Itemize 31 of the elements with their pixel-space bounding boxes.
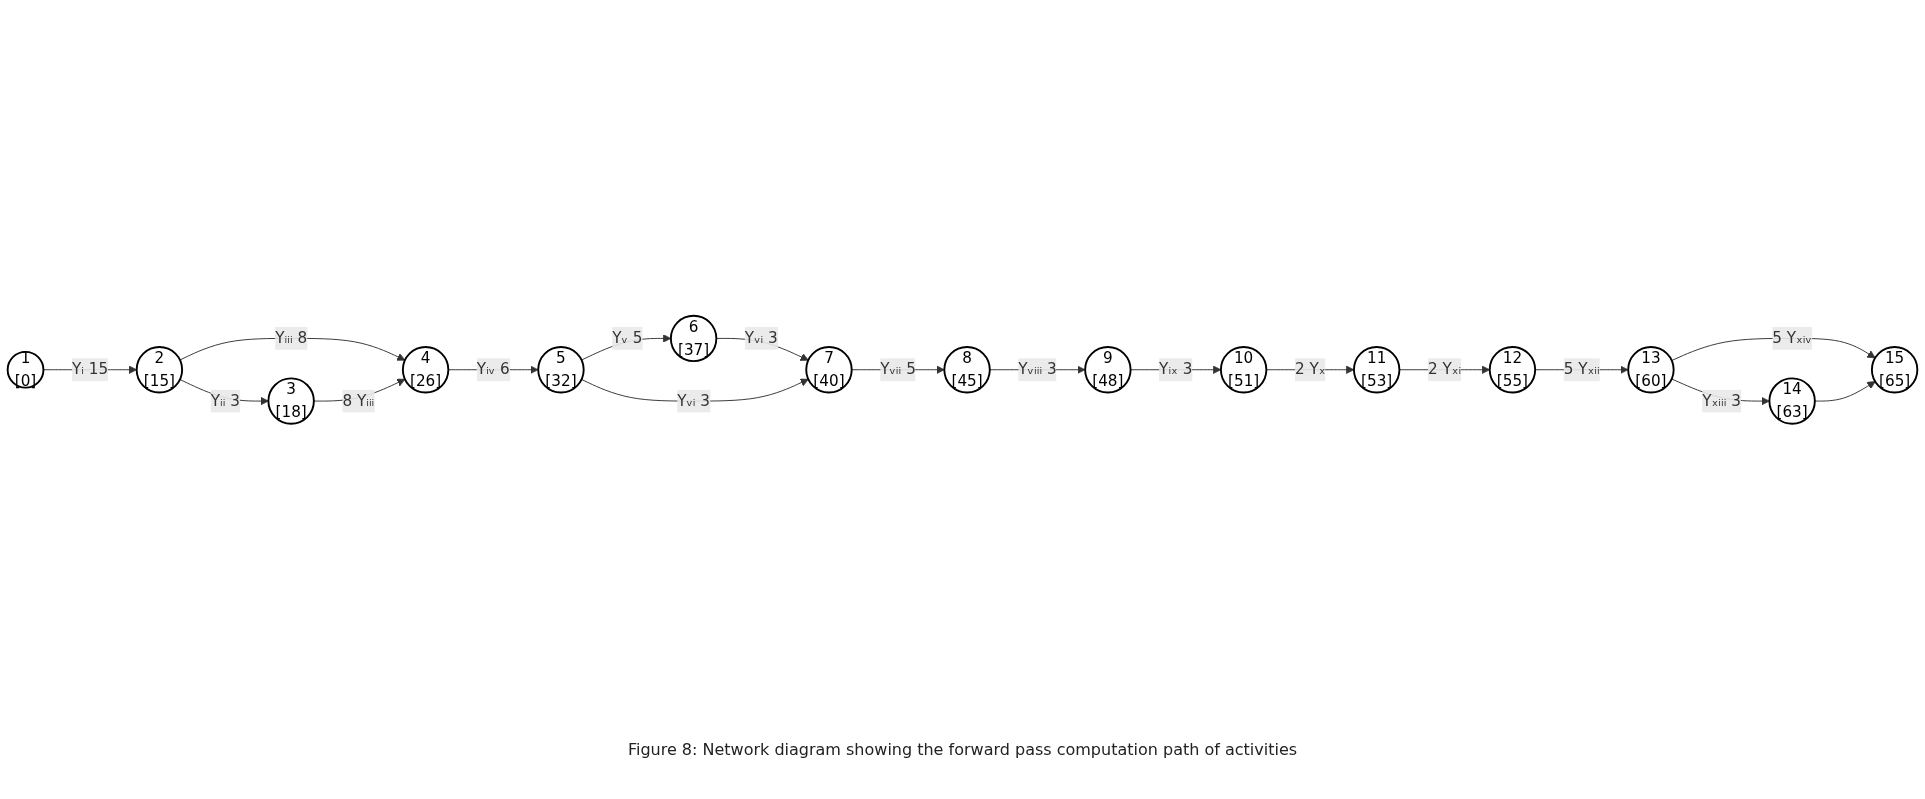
node-circle: 14 [63]: [1768, 377, 1816, 425]
edge-label: 2 Yₓᵢ: [1427, 360, 1462, 379]
node-circle: 15 [65]: [1870, 346, 1919, 394]
node-circle: 12 [55]: [1488, 346, 1537, 394]
edge-label: 8 Yᵢᵢᵢ: [342, 391, 375, 410]
node-circle: 11 [53]: [1353, 346, 1401, 394]
edge-label: Yₓᵢᵢᵢ 3: [1702, 391, 1741, 410]
edge-label: Yᵥ 5: [612, 329, 643, 348]
edge-label: Yᵢᵥ 6: [476, 360, 510, 379]
edge-label: Yᵥᵢᵢᵢ 3: [1018, 360, 1057, 379]
node-circle: 5 [32]: [537, 346, 585, 394]
node-circle: 3 [18]: [267, 377, 315, 425]
edge-label: 2 Yₓ: [1294, 360, 1326, 379]
node-circle: 9 [48]: [1084, 346, 1132, 394]
edge-label: 5 Yₓᵢᵢ: [1563, 360, 1600, 379]
edge-label: Yᵢₓ 3: [1159, 360, 1193, 379]
edge-label: Yᵥᵢᵢ 5: [880, 360, 916, 379]
edge-label: Yᵥᵢ 3: [744, 329, 778, 348]
node-circle: 2 [15]: [135, 346, 184, 394]
figure-caption: Figure 8: Network diagram showing the forward pass computation path of activities: [627, 740, 1298, 759]
edge-label: Yᵢ 15: [71, 360, 109, 379]
node-circle: 6 [37]: [669, 315, 718, 363]
node-circle: 10 [51]: [1219, 346, 1268, 394]
node-circle: 4 [26]: [401, 346, 450, 394]
node-circle: 13 [60]: [1627, 346, 1675, 394]
edge-label: Yᵢᵢ 3: [210, 391, 240, 410]
edge-label: 5 Yₓᵢᵥ: [1772, 329, 1812, 348]
edge-label: Yᵥᵢ 3: [677, 391, 711, 410]
node-circle: 7 [40]: [805, 346, 853, 394]
edge-label: Yᵢᵢᵢ 8: [275, 329, 308, 348]
node-circle: 8 [45]: [943, 346, 991, 394]
